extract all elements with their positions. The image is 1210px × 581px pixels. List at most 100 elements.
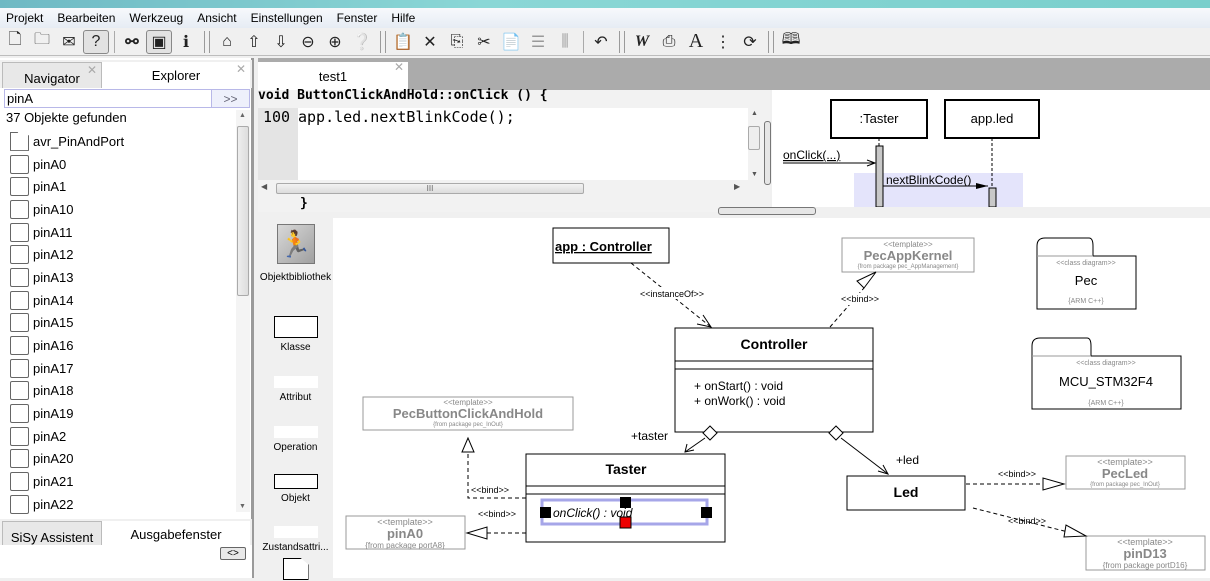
book-icon[interactable]: 🕮 [781, 31, 801, 48]
home-icon[interactable]: ⌂ [222, 32, 232, 50]
zoom-out-icon[interactable]: ⊖ [301, 33, 315, 51]
object-app-controller[interactable]: app : Controller [552, 227, 670, 264]
align-icon[interactable]: ☰ [530, 33, 546, 51]
resize-handle[interactable] [540, 507, 551, 518]
code-body[interactable]: 100 app.led.nextBlinkCode(); [258, 108, 748, 180]
close-icon[interactable]: ✕ [393, 60, 404, 74]
window-icon[interactable]: ▣ [146, 29, 172, 54]
toggle-button[interactable]: <> [220, 547, 246, 560]
list-item[interactable]: pinA18 [10, 380, 235, 403]
bind-relation-led-pind13[interactable]: <<bind>> [972, 507, 1088, 538]
info-icon[interactable]: ℹ [182, 33, 190, 51]
tool-zustandsattribut[interactable]: Zustandsattri... [258, 526, 333, 553]
properties-icon[interactable]: 📋 [393, 33, 413, 51]
template-pecbuttonclickandhold[interactable]: <<template>> PecButtonClickAndHold {from… [362, 396, 574, 431]
scrollbar-thumb[interactable]: III [276, 183, 584, 194]
list-item[interactable]: pinA0 [10, 153, 235, 176]
tool-objektbibliothek[interactable]: 🏃 Objektbibliothek [258, 224, 333, 283]
list-item[interactable]: pinA19 [10, 402, 235, 425]
template-pina0[interactable]: <<template>> pinA0 {from package portA8} [345, 515, 466, 550]
package-pec[interactable]: <<class diagram>> Pec {ARM C++} [1036, 237, 1137, 310]
list-item[interactable]: pinA21 [10, 470, 235, 493]
menu-ansicht[interactable]: Ansicht [197, 11, 237, 25]
cut-icon[interactable]: ✂ [477, 33, 491, 51]
scroll-up-icon[interactable]: ▲ [751, 110, 758, 117]
class-controller[interactable]: Controller + onStart() : void + onWork()… [674, 327, 874, 433]
scrollbar-thumb[interactable] [748, 126, 760, 150]
resize-handle[interactable] [619, 516, 632, 529]
splitter-vertical[interactable] [764, 121, 771, 185]
list-item[interactable]: pinA15 [10, 312, 235, 335]
paste-icon[interactable]: 📄 [501, 33, 521, 51]
class-led[interactable]: Led [846, 475, 966, 511]
tab-sisy-assistent[interactable]: SiSy Assistent [2, 521, 102, 547]
list-item[interactable]: pinA11 [10, 221, 235, 244]
zoom-in-icon[interactable]: ⊕ [328, 33, 342, 51]
list-item[interactable]: pinA22 [10, 493, 235, 516]
tool-objekt[interactable]: Objekt [258, 474, 333, 504]
template-pecled[interactable]: <<template>> PecLed {from package pec_In… [1065, 455, 1186, 490]
splitter-horizontal[interactable] [718, 207, 816, 215]
mail-icon[interactable]: ✉ [62, 33, 76, 51]
refresh-icon[interactable]: ⟳ [743, 33, 757, 51]
list-item[interactable]: pinA16 [10, 334, 235, 357]
binoculars-icon[interactable]: ⚯ [125, 33, 139, 51]
list-item[interactable]: avr_PinAndPort [10, 130, 235, 153]
aggregation-controller-taster[interactable]: +taster [631, 425, 718, 453]
class-diagram-canvas[interactable]: .tpl{fill:#fff;stroke:#999}.tplt{fill:#8… [333, 218, 1210, 578]
results-scrollbar[interactable]: ▲ ▼ [236, 110, 250, 512]
list-item[interactable]: pinA20 [10, 448, 235, 471]
bind-relation-taster-pecbuttonclickandhold[interactable]: <<bind>> [461, 436, 526, 499]
scroll-right-icon[interactable]: ▶ [734, 182, 741, 191]
context-help-icon[interactable]: ❔ [352, 33, 372, 51]
code-line[interactable]: app.led.nextBlinkCode(); [298, 108, 515, 126]
bind-relation-controller-pecappkernel[interactable]: <<bind>> [829, 271, 880, 328]
undo-icon[interactable]: ↶ [594, 33, 608, 51]
close-icon[interactable]: ✕ [235, 62, 246, 76]
operation-onclick-selected[interactable]: # onClick() : void [540, 497, 712, 529]
copy-icon[interactable]: ⎘ [450, 32, 464, 50]
menu-fenster[interactable]: Fenster [336, 11, 378, 25]
aggregation-controller-led[interactable]: +led [828, 425, 919, 475]
tab-ausgabefenster[interactable]: Ausgabefenster [102, 521, 250, 547]
list-item[interactable]: pinA2 [10, 425, 235, 448]
tool-operation[interactable]: Operation [258, 426, 333, 453]
new-document-icon[interactable]: 🗋 [8, 31, 22, 48]
lifeline-app-led[interactable]: app.led [944, 99, 1040, 208]
open-folder-icon[interactable]: 🗀 [33, 31, 50, 48]
search-input[interactable] [5, 90, 211, 107]
list-item[interactable]: pinA17 [10, 357, 235, 380]
template-pecappkernel[interactable]: <<template>> PecAppKernel {from package … [841, 237, 975, 273]
package-mcu-stm32f4[interactable]: <<class diagram>> MCU_STM32F4 {ARM C++} [1031, 337, 1182, 410]
scroll-left-icon[interactable]: ◀ [261, 182, 268, 191]
arrow-down-icon[interactable]: ⇩ [274, 33, 288, 51]
close-icon[interactable]: ✕ [86, 63, 97, 77]
code-vertical-scrollbar[interactable]: ▲ ▼ [748, 108, 762, 180]
scrollbar-thumb[interactable] [237, 126, 249, 296]
message-onclick[interactable]: onClick(...) [783, 148, 877, 167]
resize-handle[interactable] [620, 497, 631, 508]
menu-projekt[interactable]: Projekt [6, 11, 44, 25]
bind-relation-led-pecled[interactable]: <<bind>> [966, 469, 1066, 491]
code-horizontal-scrollbar[interactable]: ◀ III ▶ [258, 182, 748, 194]
scroll-up-icon[interactable]: ▲ [239, 112, 246, 119]
tab-explorer[interactable]: Explorer ✕ [102, 62, 250, 88]
menu-hilfe[interactable]: Hilfe [391, 11, 416, 25]
list-item[interactable]: pinA10 [10, 198, 235, 221]
bind-relation-taster-pina0[interactable]: <<bind>> [465, 509, 526, 540]
tool-attribut[interactable]: Attribut [258, 376, 333, 403]
list-item[interactable]: pinA14 [10, 289, 235, 312]
print-icon[interactable]: ⎙ [662, 32, 676, 50]
tool-klasse[interactable]: Klasse [258, 316, 333, 353]
scroll-down-icon[interactable]: ▼ [751, 171, 758, 178]
help-icon[interactable]: ? [83, 29, 109, 54]
menu-einstellungen[interactable]: Einstellungen [250, 11, 323, 25]
template-pind13[interactable]: <<template>> pinD13 {from package portD1… [1085, 535, 1206, 571]
message-nextblinkcode[interactable]: nextBlinkCode() [883, 173, 988, 189]
tab-navigator[interactable]: Navigator ✕ [2, 62, 102, 88]
resize-handle[interactable] [701, 507, 712, 518]
list-icon[interactable]: ⋮ [715, 33, 731, 51]
delete-icon[interactable]: ✕ [423, 33, 437, 51]
menu-werkzeug[interactable]: Werkzeug [129, 11, 184, 25]
list-item[interactable]: pinA13 [10, 266, 235, 289]
